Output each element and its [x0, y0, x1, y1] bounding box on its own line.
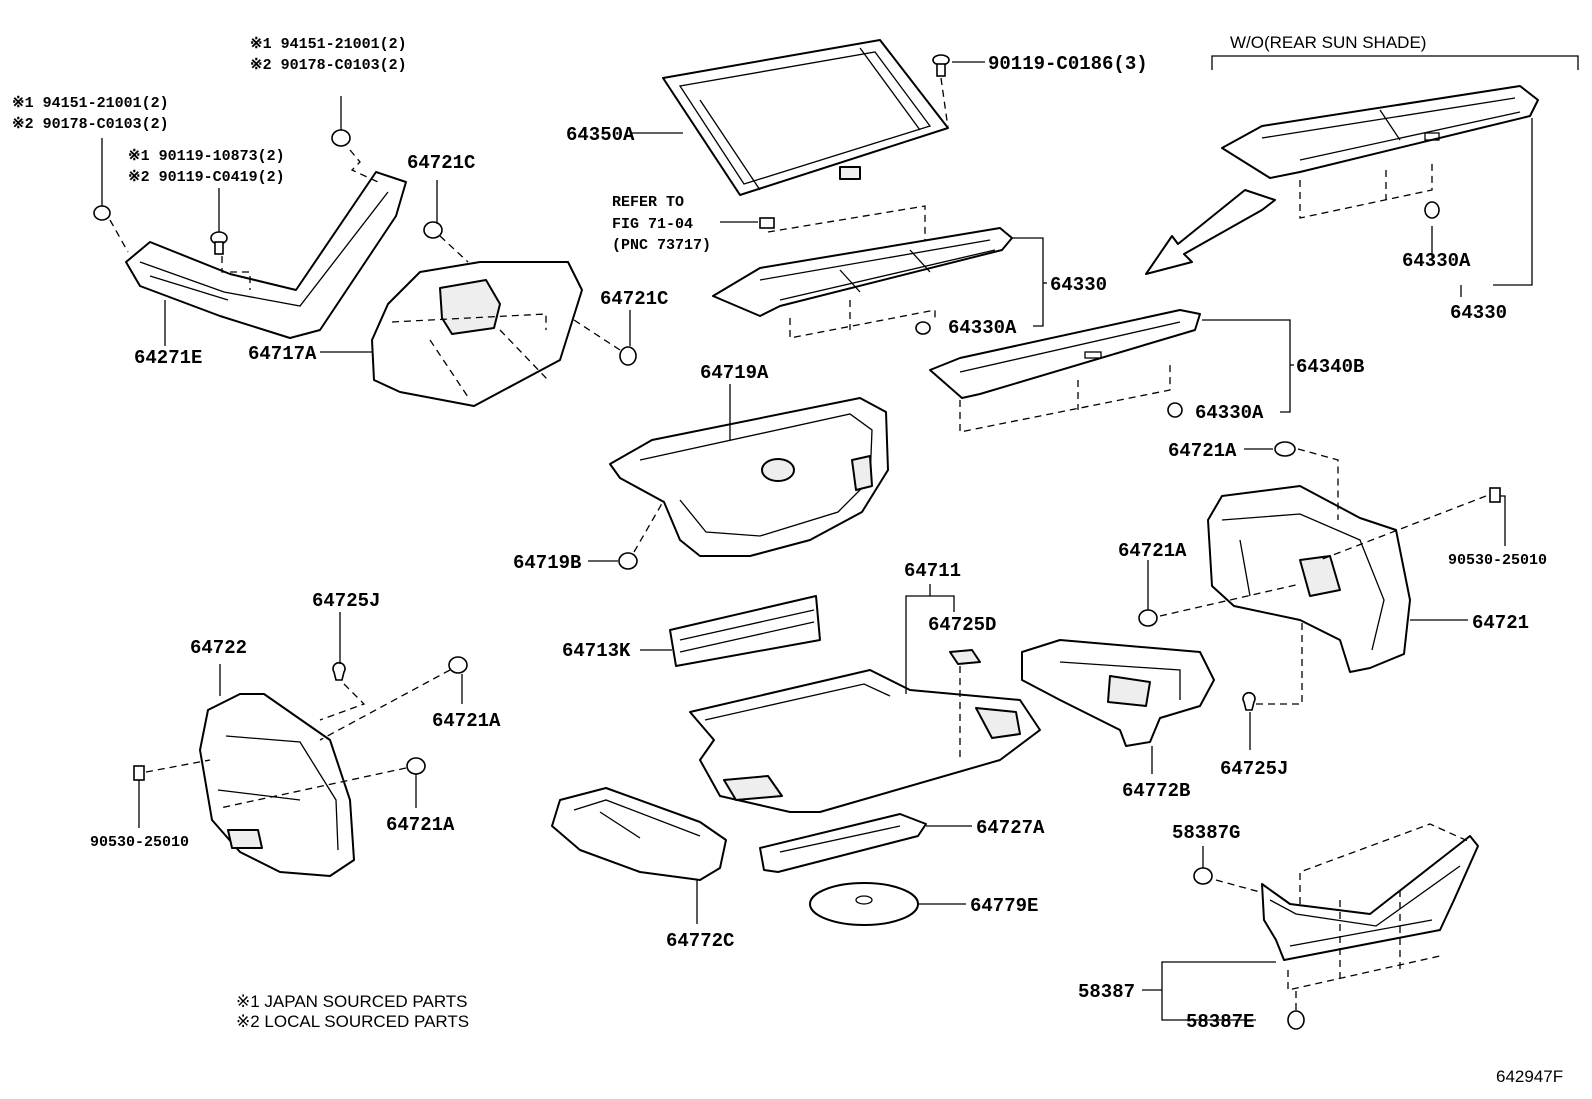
label-refer-to: REFER TO	[612, 194, 684, 211]
label-90530-left: 90530-25010	[90, 834, 189, 851]
label-64725J-left: 64725J	[312, 590, 380, 612]
clip-64725J-right-icon[interactable]	[1242, 691, 1256, 711]
rear-sun-shade-part[interactable]	[662, 39, 949, 196]
label-wo-rear-sun-shade: W/O(REAR SUN SHADE)	[1230, 33, 1426, 52]
trunk-side-box-right-part[interactable]	[1021, 639, 1215, 747]
label-64725J-right: 64725J	[1220, 758, 1288, 780]
note-japan-top: ※1 94151-21001(2)	[250, 36, 407, 53]
label-64719B: 64719B	[513, 552, 581, 574]
diagram-code: 642947F	[1496, 1067, 1563, 1086]
clip-64721A-top-icon[interactable]	[1274, 441, 1296, 457]
label-pnc-73717: (PNC 73717)	[612, 237, 711, 254]
legend-japan-sourced: ※1 JAPAN SOURCED PARTS	[236, 992, 468, 1011]
clip-64330A-mid-icon[interactable]	[915, 321, 931, 335]
label-64350A: 64350A	[566, 124, 635, 146]
direction-arrow-icon	[1145, 189, 1276, 275]
label-58387: 58387	[1078, 981, 1135, 1003]
note-japan-bolt: ※1 90119-10873(2)	[128, 148, 285, 165]
label-64721A-left-top: 64721A	[432, 710, 501, 732]
clip-90530-left-icon[interactable]	[133, 765, 145, 781]
trunk-front-trim-strip-part[interactable]	[669, 595, 821, 667]
package-tray-alt-part[interactable]	[1221, 85, 1539, 179]
note-local-bolt: ※2 90119-C0419(2)	[128, 169, 285, 186]
trunk-floor-mat-part[interactable]	[689, 669, 1041, 813]
trunk-side-trim-right-part[interactable]	[1207, 485, 1411, 673]
label-64711: 64711	[904, 560, 961, 582]
bolt-90119-icon[interactable]	[210, 231, 228, 255]
label-64713K: 64713K	[562, 640, 631, 662]
note-local-left: ※2 90178-C0103(2)	[12, 116, 169, 133]
trunk-side-trim-left-part[interactable]	[199, 693, 355, 877]
label-64340B: 64340B	[1296, 356, 1364, 378]
clip-64330A-lower-icon[interactable]	[1167, 402, 1183, 418]
label-90119-C0186: 90119-C0186(3)	[988, 53, 1148, 75]
label-64330A-mid: 64330A	[948, 317, 1017, 339]
clip-58387E-icon[interactable]	[1287, 1010, 1305, 1030]
label-58387G: 58387G	[1172, 822, 1240, 844]
label-fig-71-04: FIG 71-04	[612, 216, 693, 233]
label-64722: 64722	[190, 637, 247, 659]
label-64721A-right: 64721A	[1118, 540, 1187, 562]
note-japan-left: ※1 94151-21001(2)	[12, 95, 169, 112]
clip-64725J-left-icon[interactable]	[332, 661, 346, 681]
label-58387E: 58387E	[1186, 1011, 1254, 1033]
clip-64719B-icon[interactable]	[618, 552, 638, 570]
clip-64721C-top-icon[interactable]	[423, 221, 443, 239]
clip-94151-top-icon[interactable]	[331, 129, 351, 147]
trunk-lid-trim-part[interactable]	[371, 261, 583, 407]
trunk-rear-trim-strip-part[interactable]	[759, 813, 927, 873]
note-local-top: ※2 90178-C0103(2)	[250, 57, 407, 74]
clip-64721A-left-top-icon[interactable]	[448, 656, 468, 674]
rear-scuff-plate-part[interactable]	[1261, 835, 1479, 961]
label-64717A: 64717A	[248, 343, 317, 365]
package-tray-trim-part[interactable]	[712, 227, 1013, 317]
clip-64721A-left-bot-icon[interactable]	[406, 757, 426, 775]
trunk-lid-inner-trim-part[interactable]	[609, 397, 889, 557]
label-64727A: 64727A	[976, 817, 1045, 839]
trunk-side-box-left-part[interactable]	[551, 787, 727, 881]
clip-94151-left-icon[interactable]	[93, 205, 111, 221]
label-64772C: 64772C	[666, 930, 734, 952]
label-90530-right: 90530-25010	[1448, 552, 1547, 569]
label-64725D: 64725D	[928, 614, 996, 636]
label-64721A-top: 64721A	[1168, 440, 1237, 462]
label-64721C-mid: 64721C	[600, 288, 668, 310]
trunk-hinge-trim-part[interactable]	[125, 171, 407, 339]
rear-tray-trim-part[interactable]	[929, 309, 1201, 399]
label-64772B: 64772B	[1122, 780, 1190, 802]
label-64779E: 64779E	[970, 895, 1038, 917]
label-64721-right: 64721	[1472, 612, 1529, 634]
clip-64330A-right-icon[interactable]	[1424, 201, 1440, 219]
label-64721C-top: 64721C	[407, 152, 475, 174]
clip-58387G-icon[interactable]	[1193, 867, 1213, 885]
clip-64721A-right-icon[interactable]	[1138, 609, 1158, 627]
clip-64721C-mid-icon[interactable]	[619, 346, 637, 366]
label-64330A-right: 64330A	[1402, 250, 1471, 272]
clip-64725D-icon[interactable]	[949, 649, 981, 665]
legend-local-sourced: ※2 LOCAL SOURCED PARTS	[236, 1012, 469, 1031]
spare-tire-cover-part[interactable]	[809, 882, 919, 926]
clip-90530-right-icon[interactable]	[1489, 487, 1501, 503]
label-64719A: 64719A	[700, 362, 769, 384]
label-64330-right: 64330	[1450, 302, 1507, 324]
label-64330A-lower: 64330A	[1195, 402, 1264, 424]
screw-90119-C0186-icon[interactable]	[932, 54, 950, 77]
label-64271E: 64271E	[134, 347, 202, 369]
label-64330-mid: 64330	[1050, 274, 1107, 296]
label-64721A-left-bot: 64721A	[386, 814, 455, 836]
